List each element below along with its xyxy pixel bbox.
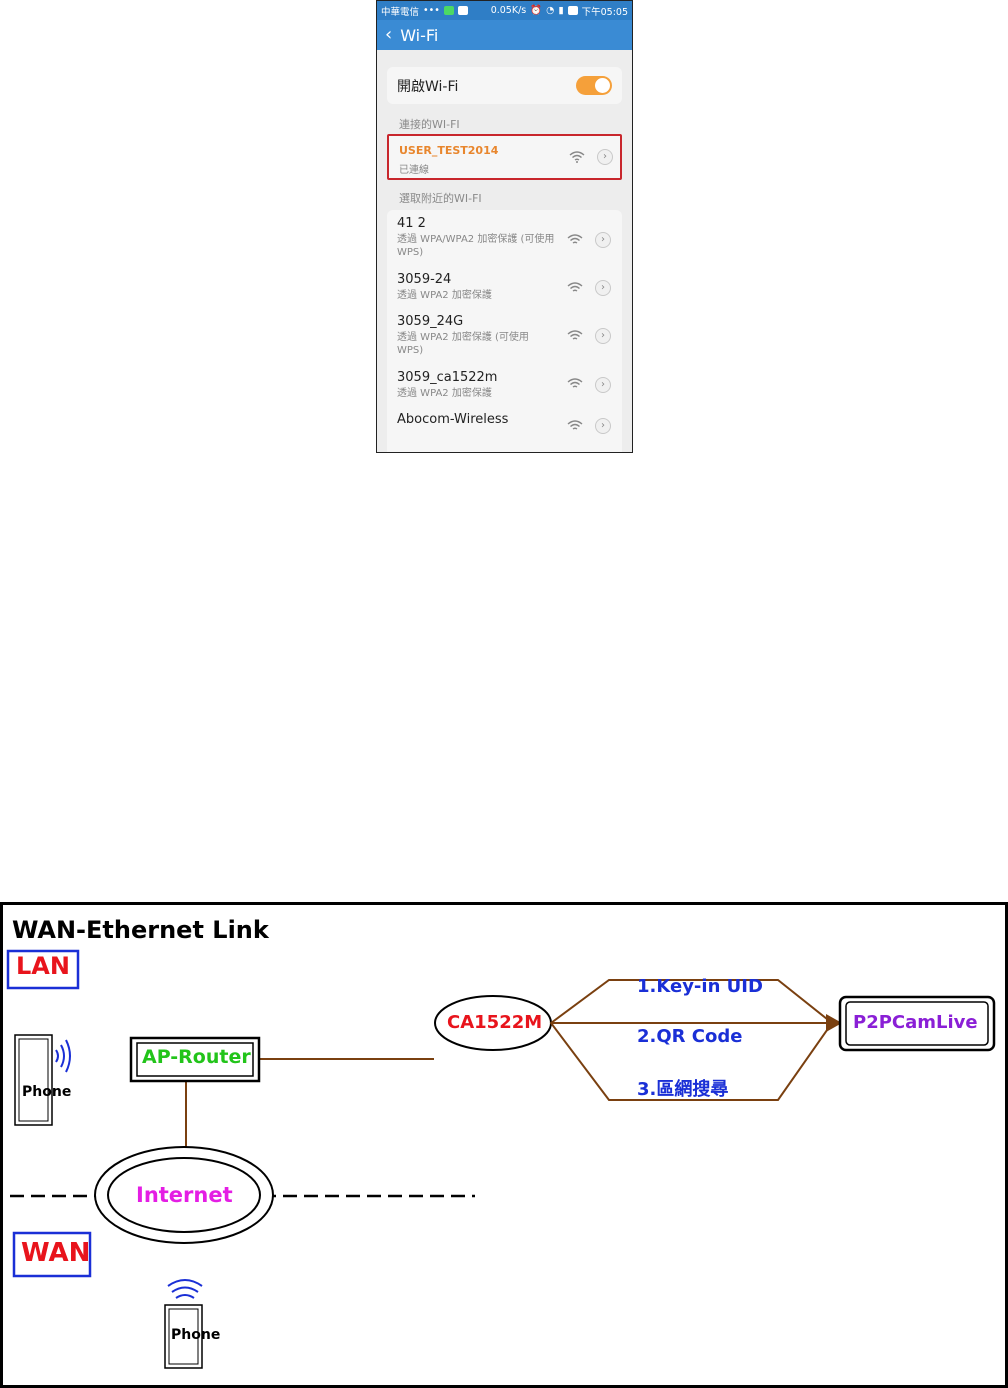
network-name: 3059_ca1522m: [397, 370, 498, 385]
lan-label: LAN: [16, 952, 70, 980]
nearby-section-label: 選取附近的WI-FI: [399, 192, 482, 205]
lan-phone-screen: [18, 1038, 49, 1122]
method-lan-search: 3.區網搜尋: [637, 1079, 729, 1100]
wifi-status-icon: ◔: [546, 5, 555, 16]
camera-label: CA1522M: [447, 1012, 543, 1033]
wan-phone-screen: [168, 1308, 199, 1365]
wifi-signal-icon: [567, 234, 583, 244]
network-name: 3059_24G: [397, 314, 464, 329]
connected-section-label: 連接的WI-FI: [399, 118, 460, 131]
wifi-signal-icon: [569, 151, 585, 163]
status-bar: 中華電信 ••• 0.05K/s ⏰ ◔ ▮ 下午05:05: [377, 1, 632, 20]
line-app-icon: [443, 6, 454, 15]
ap-router-label: AP-Router: [142, 1046, 251, 1068]
app-inner-box: [845, 1001, 989, 1046]
lan-phone-outline: [14, 1034, 53, 1126]
network-security: 透過 WPA2 加密保護: [397, 290, 492, 301]
connected-network-name: USER_TEST2014: [399, 144, 499, 157]
network-security: 透過 WPA/WPA2 加密保護 (可使用 WPS): [397, 234, 555, 258]
wifi-toggle-switch[interactable]: [576, 76, 612, 95]
method-key-in-uid: 1.Key-in UID: [637, 976, 763, 997]
lan-box: [6, 949, 80, 990]
internet-outer-ellipse: [94, 1146, 274, 1244]
network-details-chevron-icon[interactable]: ›: [597, 149, 613, 165]
alarm-icon: ⏰: [530, 5, 543, 16]
title-bar: ‹ Wi-Fi: [377, 20, 632, 50]
app-box: [838, 995, 996, 1052]
wan-phone-wireless-icon: [167, 1279, 203, 1299]
chevron-right-icon[interactable]: ›: [595, 280, 611, 296]
battery-icon: [567, 6, 578, 15]
lan-phone-wireless-icon: [55, 1039, 71, 1073]
ap-router-inner-box: [136, 1042, 254, 1077]
wifi-signal-icon: [567, 420, 583, 430]
connected-network-status: 已連線: [399, 165, 429, 176]
wifi-toggle-label: 開啟Wi-Fi: [397, 78, 459, 95]
method-qr-code: 2.QR Code: [637, 1026, 743, 1047]
network-security: 透過 WPA2 加密保護: [397, 388, 492, 399]
diagram-frame: [0, 902, 1008, 1388]
wifi-signal-icon: [567, 282, 583, 292]
clock: 下午05:05: [581, 6, 628, 18]
arrow-head-icon: [826, 1014, 842, 1032]
chevron-right-icon[interactable]: ›: [595, 418, 611, 434]
chevron-right-icon[interactable]: ›: [595, 377, 611, 393]
network-security: 透過 WPA2 加密保護 (可使用 WPS): [397, 332, 529, 356]
chevron-right-icon[interactable]: ›: [595, 328, 611, 344]
chevron-right-icon[interactable]: ›: [595, 232, 611, 248]
network-diagram: WAN-Ethernet Link LAN WAN AP-Router Inte…: [0, 900, 1008, 1388]
diagram-title: WAN-Ethernet Link: [12, 916, 269, 944]
signal-icon: ▮: [558, 5, 564, 16]
lan-phone-label: Phone: [22, 1084, 72, 1100]
more-icon: •••: [423, 5, 440, 16]
network-name: Abocom-Wireless: [397, 412, 509, 427]
connected-network-row[interactable]: USER_TEST2014 已連線 ›: [387, 134, 622, 180]
wifi-signal-icon: [567, 378, 583, 388]
back-arrow-icon[interactable]: ‹: [385, 24, 393, 45]
ap-router-box: [129, 1036, 261, 1083]
nearby-networks-list: 41 2 透過 WPA/WPA2 加密保護 (可使用 WPS) › 3059-2…: [387, 210, 622, 452]
internet-inner-ellipse: [107, 1157, 261, 1233]
wan-phone-outline: [164, 1304, 203, 1369]
internet-label: Internet: [136, 1183, 233, 1207]
wan-label: WAN: [21, 1238, 91, 1268]
carrier-label: 中華電信: [381, 6, 420, 18]
wan-phone-label: Phone: [171, 1327, 221, 1343]
wifi-toggle-row[interactable]: 開啟Wi-Fi: [387, 67, 622, 104]
network-name: 41 2: [397, 216, 426, 231]
diagram-canvas: [0, 902, 1008, 1388]
image-notification-icon: [457, 6, 468, 15]
app-label: P2PCamLive: [853, 1012, 978, 1033]
network-speed: 0.05K/s: [490, 5, 527, 16]
wifi-signal-icon: [567, 330, 583, 340]
network-name: 3059-24: [397, 272, 452, 287]
wifi-settings-content: 開啟Wi-Fi 連接的WI-FI USER_TEST2014 已連線 › 選取附…: [377, 50, 632, 452]
wan-box: [12, 1231, 92, 1278]
phone-screenshot: 中華電信 ••• 0.05K/s ⏰ ◔ ▮ 下午05:05 ‹ Wi-Fi 開…: [376, 0, 633, 453]
page-title: Wi-Fi: [400, 25, 439, 45]
